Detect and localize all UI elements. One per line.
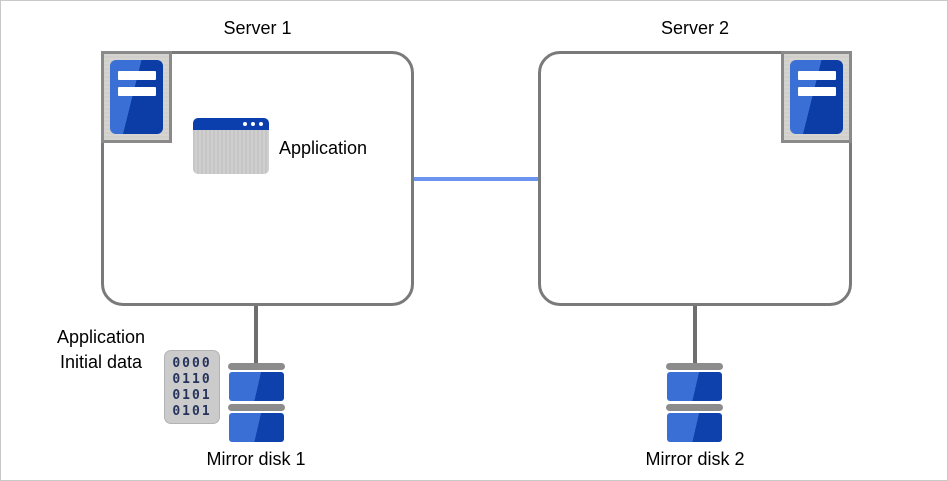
binary-row: 0101 [172,388,212,403]
window-dot-icon [243,122,247,126]
binary-row: 0101 [172,404,212,419]
network-link-line [414,177,538,181]
binary-data-icon: 0000 0110 0101 0101 [164,350,220,424]
server-tower-icon [101,51,172,143]
server2-label: Server 2 [660,18,730,38]
tower-slot-bar [798,87,836,96]
server-tower-glyph [790,60,843,134]
disk-connector-line [693,306,697,364]
tower-slot-bar [798,71,836,80]
tower-slot-bar [118,71,156,80]
binary-row: 0000 [172,356,212,371]
disk-body [667,372,722,401]
mirror-disk-icon [666,363,723,445]
server-tower-glyph [110,60,163,134]
disk-body [229,413,284,442]
application-window-body [193,130,269,174]
disk-body [667,413,722,442]
application-label: Application [279,138,368,158]
initial-data-label-line2: Initial data [59,352,143,372]
disk-cap [228,404,285,411]
disk-body [229,372,284,401]
tower-slot-bar [118,87,156,96]
application-titlebar [193,118,269,130]
mirror-disk-icon [228,363,285,445]
disk-connector-line [254,306,258,364]
server-tower-icon [781,51,852,143]
initial-data-label-line1: Application [56,327,146,347]
server1-label: Server 1 [223,18,292,38]
window-dot-icon [259,122,263,126]
disk-cap [228,363,285,370]
mirror-disk1-label: Mirror disk 1 [206,449,306,469]
window-dot-icon [251,122,255,126]
disk-cap [666,363,723,370]
mirror-disk2-label: Mirror disk 2 [645,449,745,469]
initial-data-label: Application Initial data [36,325,166,375]
disk-cap [666,404,723,411]
application-window-icon [193,118,269,174]
binary-row: 0110 [172,372,212,387]
